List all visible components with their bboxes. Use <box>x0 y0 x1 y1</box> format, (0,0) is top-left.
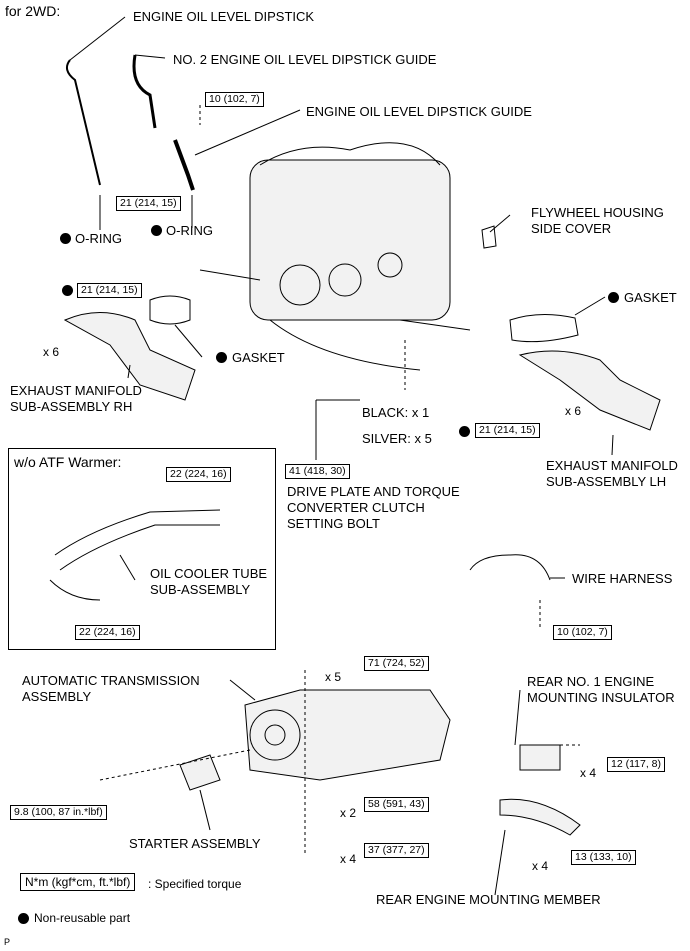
legend-torque-unit: N*m (kgf*cm, ft.*lbf) <box>20 873 136 891</box>
oil-cooler-tube-shape <box>49 509 221 601</box>
torque-callout: 13 (133, 10) <box>571 850 636 865</box>
starter-shape <box>179 754 221 791</box>
label-drive-plate: SETTING BOLT <box>287 516 380 531</box>
label-rear-member: REAR ENGINE MOUNTING MEMBER <box>376 892 601 907</box>
dipstick-shape <box>65 59 101 186</box>
label-wire-harness: WIRE HARNESS <box>572 571 673 586</box>
label-rear-insulator: REAR NO. 1 ENGINE <box>527 674 655 689</box>
label-flywheel-cover: FLYWHEEL HOUSING <box>531 205 664 220</box>
page-title: for 2WD: <box>5 3 61 19</box>
torque-callout: 21 (214, 15) <box>475 423 540 438</box>
torque-callout: 21 (214, 15) <box>116 196 181 211</box>
quantity-label: x 2 <box>340 806 357 820</box>
member-shape <box>499 798 581 836</box>
torque-callout: 37 (377, 27) <box>364 843 429 858</box>
torque-callout: 58 (591, 43) <box>364 797 429 812</box>
label-oil-cooler: OIL COOLER TUBE <box>150 566 268 581</box>
quantity-label: x 6 <box>565 404 582 418</box>
label-exhaust-rh: SUB-ASSEMBLY RH <box>10 399 133 414</box>
label-auto-trans: AUTOMATIC TRANSMISSION <box>22 673 200 688</box>
label-bolt-black: BLACK: x 1 <box>362 405 430 420</box>
label-dipstick-guide-no2: NO. 2 ENGINE OIL LEVEL DIPSTICK GUIDE <box>173 52 437 67</box>
torque-callout: 9.8 (100, 87 in.*lbf) <box>10 805 107 820</box>
nonreusable-marker <box>60 233 71 244</box>
label-oil-cooler: SUB-ASSEMBLY <box>150 582 251 597</box>
transmission-shape <box>244 689 451 781</box>
quantity-label: x 4 <box>532 859 549 873</box>
dipstick-guide-no2-shape <box>132 54 157 129</box>
torque-callout: 10 (102, 7) <box>553 625 612 640</box>
nonreusable-marker <box>216 352 227 363</box>
footer-code: P <box>4 937 11 947</box>
label-drive-plate: DRIVE PLATE AND TORQUE <box>287 484 460 499</box>
torque-callout: 10 (102, 7) <box>205 92 264 107</box>
label-dipstick: ENGINE OIL LEVEL DIPSTICK <box>133 9 315 24</box>
gasket-rh-shape <box>149 295 191 325</box>
label-drive-plate: CONVERTER CLUTCH <box>287 500 425 515</box>
legend-nonreusable-marker <box>18 913 29 924</box>
exhaust-manifold-rh-shape <box>63 312 196 401</box>
engine-block-shape <box>199 142 471 371</box>
legend-torque-desc: : Specified torque <box>148 877 242 891</box>
nonreusable-marker <box>459 426 470 437</box>
torque-callout: 41 (418, 30) <box>285 464 350 479</box>
exhaust-manifold-lh-shape <box>518 350 661 431</box>
atf-panel-title: w/o ATF Warmer: <box>14 454 122 470</box>
torque-callout: 71 (724, 52) <box>364 656 429 671</box>
label-gasket: GASKET <box>232 350 285 365</box>
torque-callout: 22 (224, 16) <box>166 467 231 482</box>
torque-callout: 12 (117, 8) <box>607 757 666 772</box>
label-exhaust-lh: EXHAUST MANIFOLD <box>546 458 678 473</box>
wire-harness-shape <box>469 554 551 581</box>
label-gasket: GASKET <box>624 290 677 305</box>
label-rear-insulator: MOUNTING INSULATOR <box>527 690 675 705</box>
gasket-lh-shape <box>509 313 579 343</box>
label-auto-trans: ASSEMBLY <box>22 689 92 704</box>
torque-callout: 22 (224, 16) <box>75 625 140 640</box>
label-exhaust-lh: SUB-ASSEMBLY LH <box>546 474 667 489</box>
label-flywheel-cover: SIDE COVER <box>531 221 612 236</box>
label-exhaust-rh: EXHAUST MANIFOLD <box>10 383 142 398</box>
flywheel-cover-shape <box>481 225 497 249</box>
quantity-label: x 5 <box>325 670 342 684</box>
label-starter: STARTER ASSEMBLY <box>129 836 261 851</box>
label-oring: O-RING <box>75 231 122 246</box>
legend-nonreusable: Non-reusable part <box>34 911 131 925</box>
dipstick-guide-shape <box>173 139 195 191</box>
label-oring: O-RING <box>166 223 213 238</box>
label-dipstick-guide: ENGINE OIL LEVEL DIPSTICK GUIDE <box>306 104 532 119</box>
label-bolt-silver: SILVER: x 5 <box>362 431 432 446</box>
quantity-label: x 6 <box>43 345 60 359</box>
quantity-label: x 4 <box>340 852 357 866</box>
insulator-shape <box>519 744 561 771</box>
torque-callout: 21 (214, 15) <box>77 283 142 298</box>
nonreusable-marker <box>151 225 162 236</box>
nonreusable-marker <box>62 285 73 296</box>
atf-warmer-panel <box>8 448 276 650</box>
quantity-label: x 4 <box>580 766 597 780</box>
nonreusable-marker <box>608 292 619 303</box>
